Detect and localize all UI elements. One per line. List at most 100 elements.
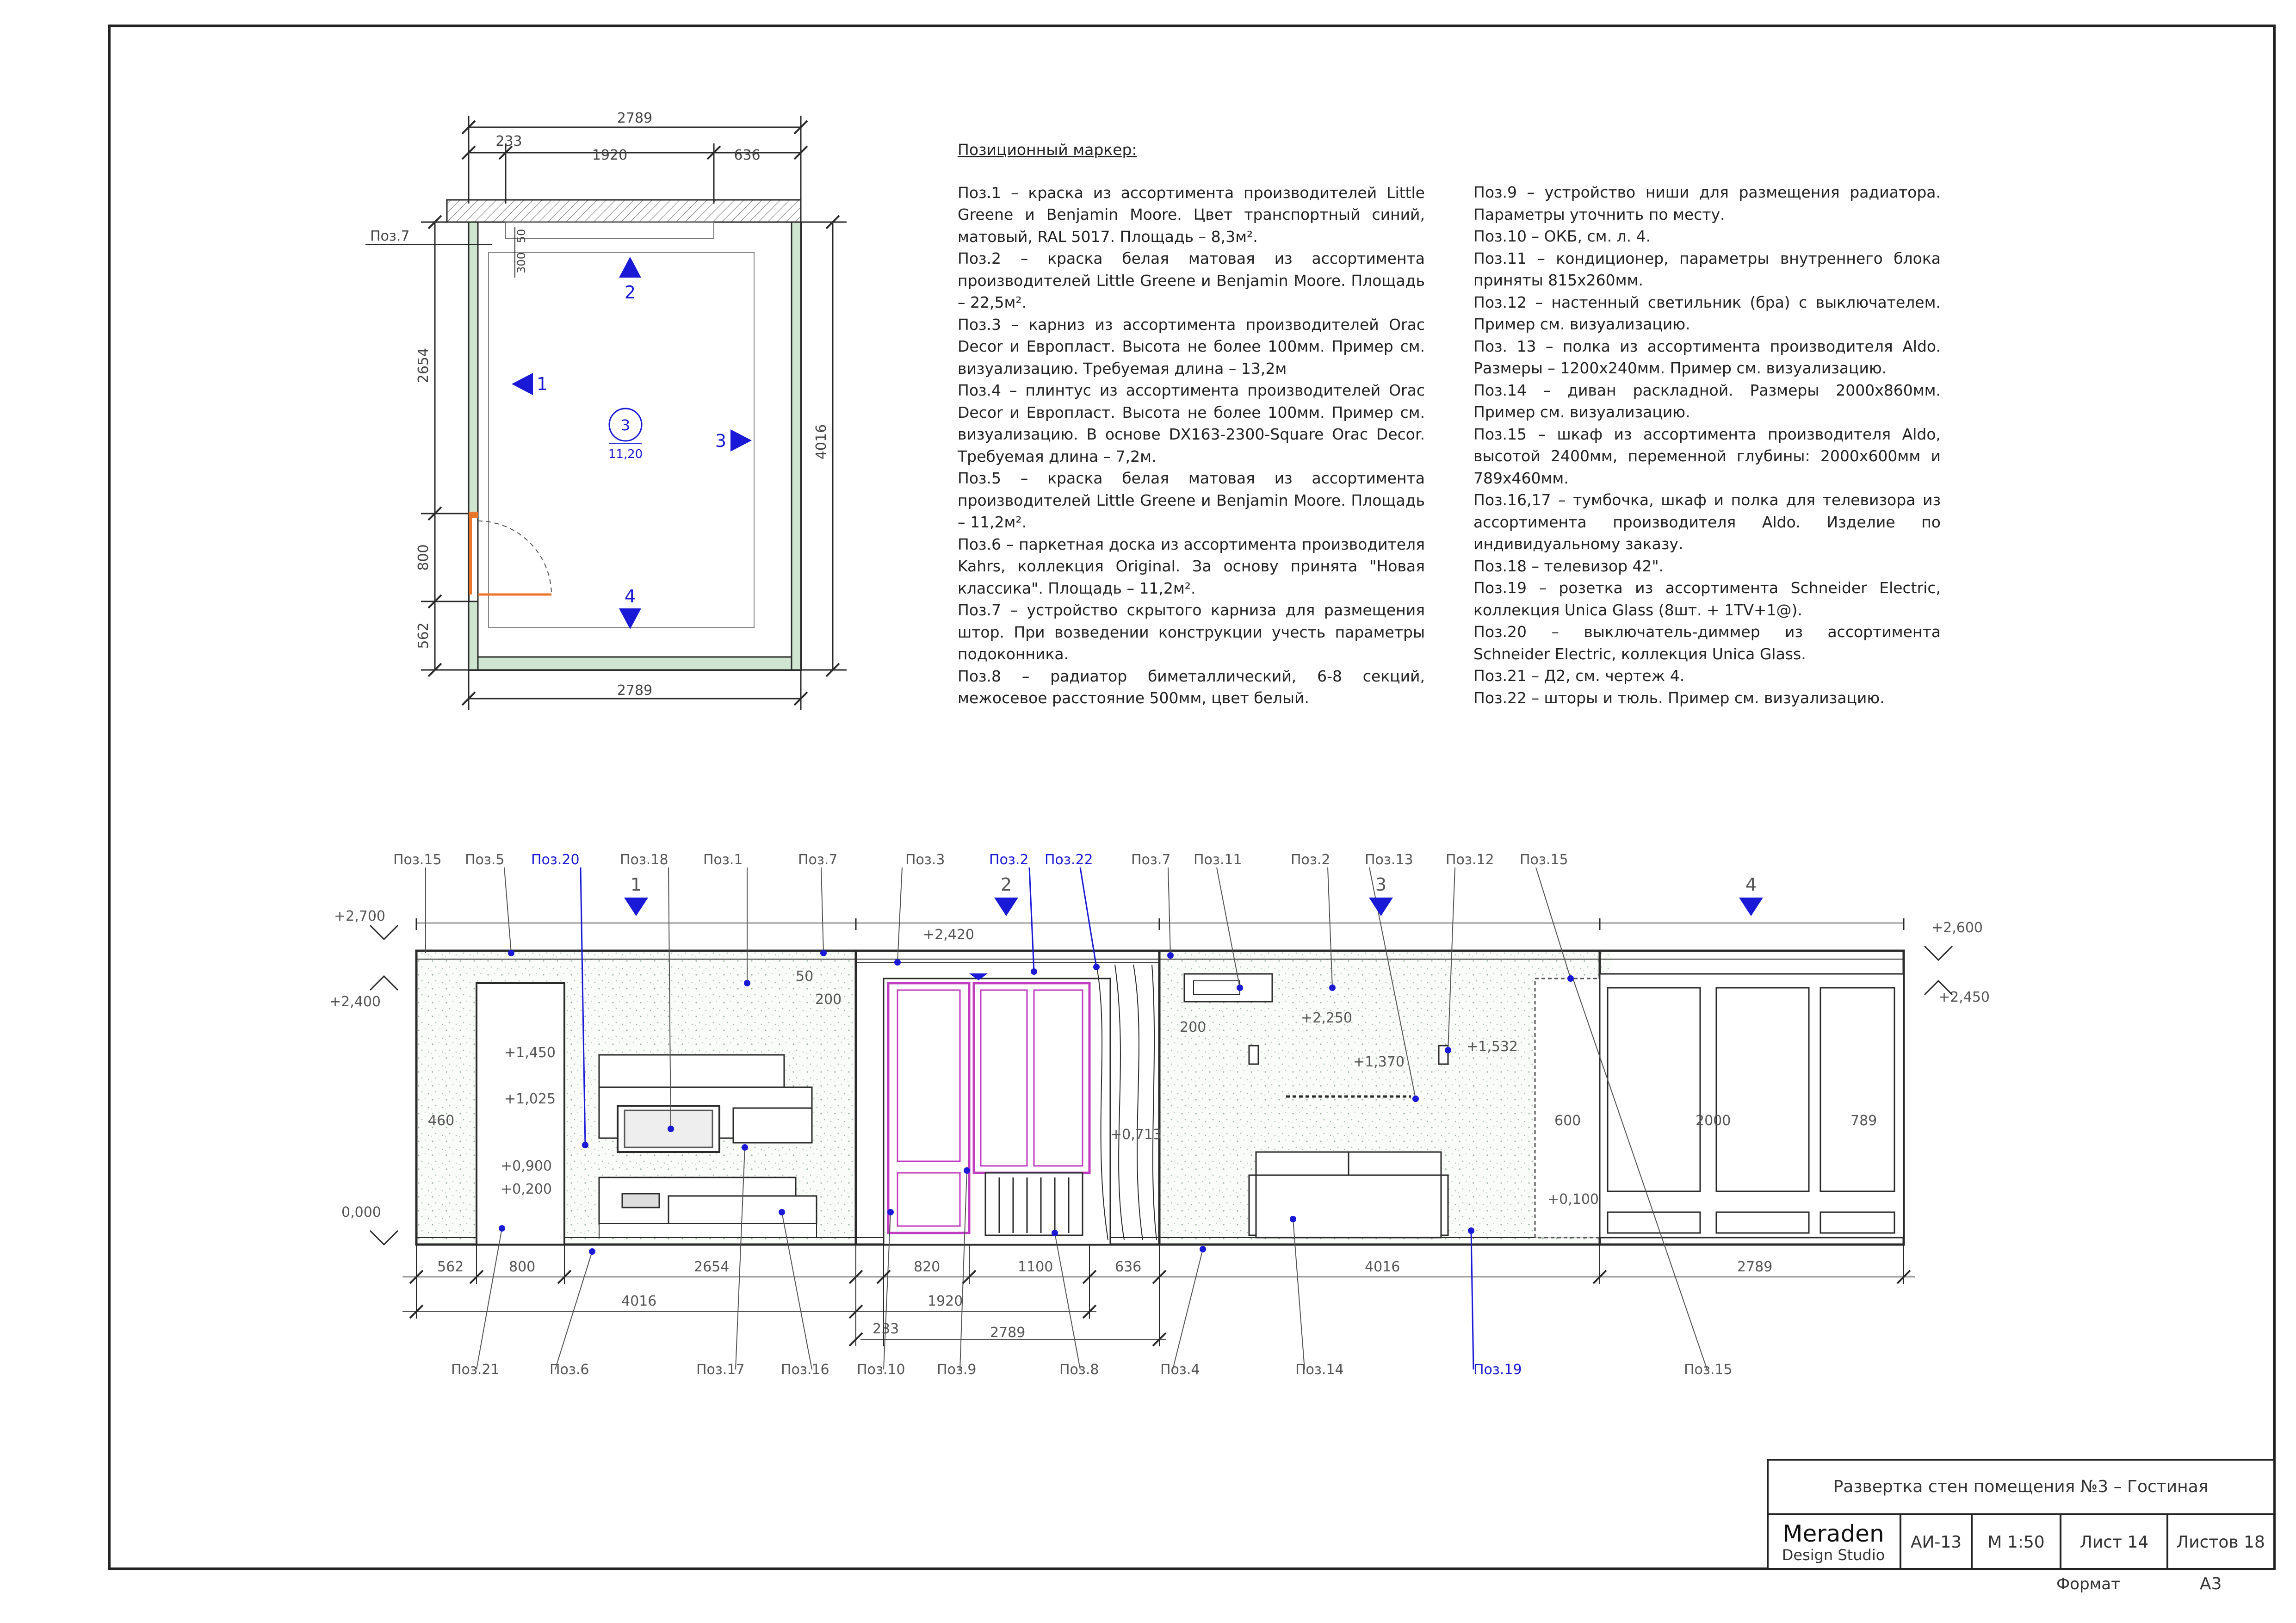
note-poz22: Поз.22 – шторы и тюль. Пример см. визуал… [1473,688,1885,707]
tag-top-poz12: Поз.12 [1446,852,1494,868]
tag-top-poz18: Поз.18 [620,852,668,868]
tag-bottom-poz9: Поз.9 [937,1362,977,1378]
dim-1100: 1100 [1018,1259,1053,1275]
stamp-logo-sub: Design Studio [1782,1546,1885,1564]
plan-dim-233: 233 [495,133,522,149]
view-arrow-2 [619,257,641,278]
dim-789: 789 [1850,1113,1877,1129]
room-tag-circle [608,408,643,442]
note-poz14: Поз.14 – диван раскладной. Размеры 2000х… [1473,381,1941,421]
wall-number-2: 2 [1001,874,1012,895]
tag-top-poz15b: Поз.15 [1520,852,1568,868]
note-poz19: Поз.19 – розетка из ассортимента Schneid… [1473,579,1941,619]
dim-4016: 4016 [1365,1259,1400,1275]
dim-200a: 200 [815,991,842,1008]
view-label-1: 1 [537,374,548,394]
tag-top-poz1: Поз.1 [703,852,743,868]
plan-dim-800: 800 [415,544,432,570]
plan-dim-562: 562 [415,622,432,649]
note-poz2: Поз.2 – краска белая матовая из ассортим… [958,249,1425,311]
stamp-title: Развертка стен помещения №3 – Гостиная [1833,1477,2209,1496]
dim-600: 600 [1554,1113,1581,1129]
format-label: Формат [2056,1575,2120,1593]
dim-460: 460 [428,1113,454,1129]
note-poz12: Поз.12 – настенный светильник (бра) с вы… [1473,293,1941,334]
wall-arrow-4 [1739,898,1763,916]
sheet-frame [108,25,2276,1570]
level-0000: 0,000 [341,1204,381,1220]
level-0200: +0,200 [501,1181,552,1197]
level-0713: +0,713 [1110,1127,1162,1143]
view-arrow-1 [512,373,533,395]
note-poz4: Поз.4 – плинтус из ассортимента производ… [958,381,1425,465]
dim-800: 800 [509,1259,535,1275]
wall-arrow-3 [1369,898,1393,916]
plan-dim-total-bottom: 2789 [617,682,652,699]
stamp-sheet: Лист 14 [2080,1533,2148,1552]
tag-bottom-poz19: Поз.19 [1473,1362,1522,1378]
wall-arrow-2 [994,898,1018,916]
note-poz6: Поз.6 – паркетная доска из ассортимента … [958,535,1425,597]
stamp-code: АИ-13 [1911,1533,1962,1552]
level-2420: +2,420 [923,927,974,943]
note-poz3: Поз.3 – карниз из ассортимента производи… [958,315,1425,378]
tag-bottom-poz16: Поз.16 [781,1362,829,1378]
radiator [984,1172,1083,1236]
tag-bottom-poz8: Поз.8 [1059,1362,1099,1378]
dim-636: 636 [1115,1259,1141,1275]
dim-1920: 1920 [928,1293,963,1309]
door-poz21 [476,982,565,1245]
plan-label-poz7: Поз.7 [370,228,410,244]
tag-bottom-poz10: Поз.10 [857,1362,905,1378]
level-1370: +1,370 [1353,1054,1405,1070]
floor-plan [365,116,847,710]
view-label-3: 3 [715,431,726,451]
dim-4016-w1: 4016 [621,1293,656,1309]
tag-top-poz2b: Поз.2 [1291,852,1331,868]
dim-820: 820 [914,1259,940,1275]
note-poz21: Поз.21 – Д2, см. чертеж 4. [1473,667,1685,685]
note-poz7: Поз.7 – устройство скрытого карниза для … [958,601,1425,663]
level-0900: +0,900 [501,1158,552,1174]
plan-dim-300: 300 [515,252,528,273]
note-poz13: Поз. 13 – полка из ассортимента производ… [1473,337,1941,378]
tag-bottom-poz15: Поз.15 [1684,1362,1733,1378]
tag-top-poz5: Поз.5 [465,852,505,868]
plan-dim-total-top: 2789 [617,110,652,126]
dim-562: 562 [437,1259,464,1275]
wall-arrow-1 [624,898,648,916]
title-block [1767,1459,2275,1570]
level-0100: +0,100 [1547,1191,1599,1208]
sofa [1255,1174,1442,1239]
view-label-2: 2 [625,282,636,303]
tag-bottom-poz17: Поз.17 [696,1362,745,1378]
plan-dim-636: 636 [734,147,760,163]
dim-200b: 200 [1180,1019,1206,1035]
level-2700: +2,700 [334,908,385,924]
elevation-wall-markers [499,898,1763,1255]
room-number: 3 [621,416,630,434]
wall-number-4: 4 [1745,874,1757,895]
tag-top-poz7a: Поз.7 [798,852,838,868]
level-2450: +2,450 [1938,989,1990,1005]
plan-dim-4016: 4016 [813,424,829,459]
wall-elevation [369,867,1953,1370]
note-poz18: Поз.18 – телевизор 42". [1473,557,1664,575]
level-1450: +1,450 [504,1045,556,1061]
tag-bottom-poz21: Поз.21 [451,1362,500,1378]
dim-2789-w2: 2789 [990,1325,1025,1341]
wall-number-1: 1 [631,874,642,895]
tag-bottom-poz4: Поз.4 [1160,1362,1200,1378]
dim-50: 50 [796,968,813,985]
level-1025: +1,025 [504,1091,556,1107]
note-poz11: Поз.11 – кондиционер, параметры внутренн… [1473,249,1941,290]
tag-bottom-poz14: Поз.14 [1295,1362,1344,1378]
tag-top-poz2a: Поз.2 [989,852,1029,868]
plan-dim-50: 50 [515,229,528,243]
note-poz1: Поз.1 – краска из ассортимента производи… [958,183,1425,246]
tag-top-poz13: Поз.13 [1365,852,1413,868]
view-label-4: 4 [625,586,636,607]
plan-dim-1920: 1920 [592,147,627,163]
plan-view-markers [512,257,752,629]
